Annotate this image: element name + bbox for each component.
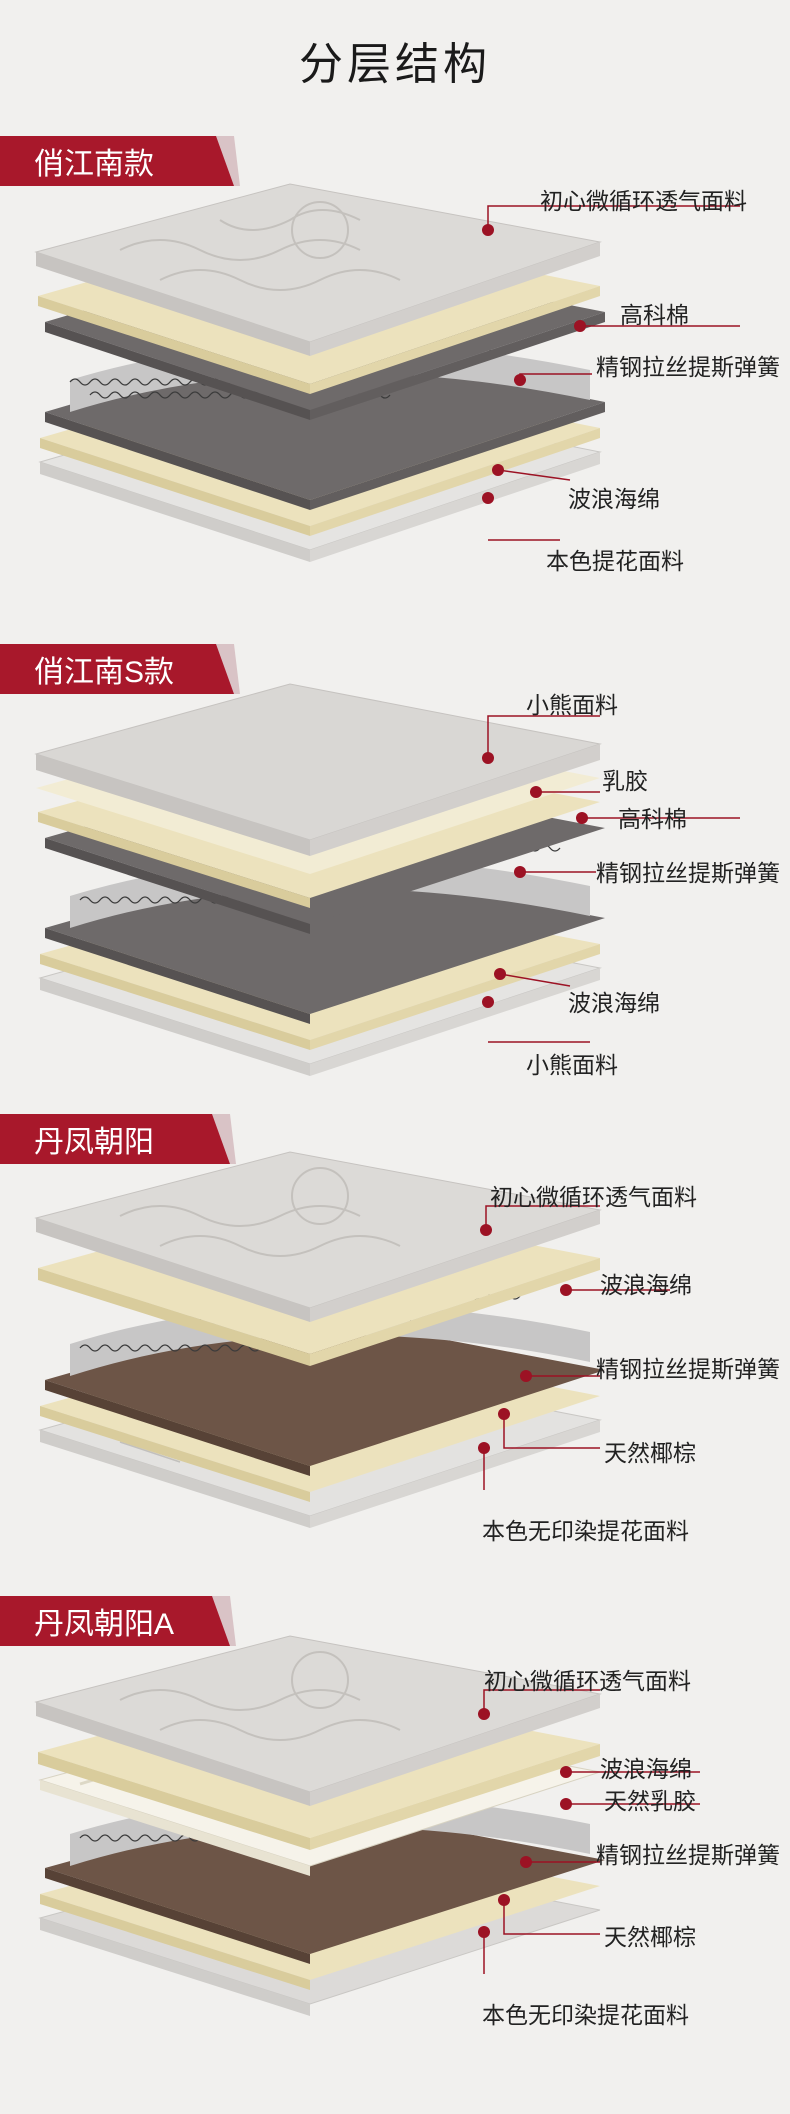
- mattress-layers-diagram: [34, 183, 740, 562]
- layer-label: 初心微循环透气面料: [490, 1184, 697, 1210]
- layer-label: 天然乳胶: [604, 1788, 696, 1814]
- layer-coir: [45, 1310, 605, 1466]
- section-title: 俏江南S款: [0, 644, 234, 694]
- mattress-layers-diagram: [34, 1635, 700, 2016]
- page-title: 分层结构: [299, 40, 491, 89]
- section-title: 俏江南款: [0, 136, 234, 186]
- layer-label: 本色提花面料: [546, 548, 684, 574]
- layer-label: 初心微循环透气面料: [540, 188, 747, 214]
- layer-label: 波浪海绵: [568, 990, 660, 1016]
- layer-label: 乳胶: [602, 768, 648, 794]
- layer-label: 本色无印染提花面料: [482, 2002, 689, 2028]
- layer-label: 天然椰棕: [604, 1924, 696, 1950]
- layer-label: 天然椰棕: [604, 1440, 696, 1466]
- layer-label: 高科棉: [618, 806, 687, 832]
- layer-label: 初心微循环透气面料: [484, 1668, 691, 1694]
- layer-label: 高科棉: [620, 302, 689, 328]
- layer-label: 精钢拉丝提斯弹簧: [596, 354, 780, 380]
- mattress-layers-diagram: [34, 683, 740, 1076]
- layer-label: 本色无印染提花面料: [482, 1518, 689, 1544]
- section-title: 丹凤朝阳: [0, 1114, 230, 1164]
- layer-label: 小熊面料: [526, 1052, 618, 1078]
- layer-label: 波浪海绵: [600, 1272, 692, 1298]
- mattress-layers-diagram: [34, 1151, 670, 1528]
- layer-label: 波浪海绵: [600, 1756, 692, 1782]
- layer-label: 精钢拉丝提斯弹簧: [596, 1842, 780, 1868]
- layer-label: 精钢拉丝提斯弹簧: [596, 1356, 780, 1382]
- layer-label: 小熊面料: [526, 692, 618, 718]
- layer-label: 精钢拉丝提斯弹簧: [596, 860, 780, 886]
- section-title: 丹凤朝阳A: [0, 1596, 230, 1646]
- layer-label: 波浪海绵: [568, 486, 660, 512]
